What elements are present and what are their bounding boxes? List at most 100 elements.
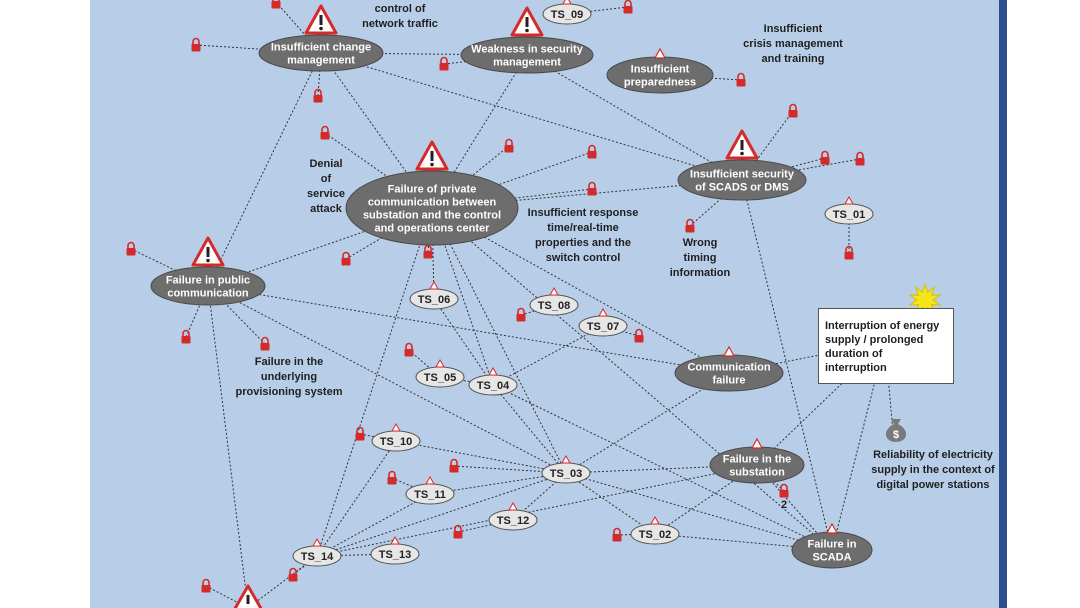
warning-exclamation-bar: [525, 17, 529, 27]
lock-edge-line: [391, 477, 431, 495]
warning-triangle-icon: [191, 236, 225, 267]
padlock-icon: [404, 342, 414, 357]
annotation-dos: of: [321, 173, 332, 185]
warning-triangle-icon: [650, 515, 660, 525]
edge-line: [316, 464, 758, 557]
warning-triangle-icon: [233, 584, 263, 608]
annotation-response: time/real-time: [547, 222, 619, 234]
warning-exclamation-bar: [319, 15, 323, 25]
edge-line: [320, 52, 743, 181]
money-bag-symbol: $: [893, 429, 899, 441]
padlock-body: [288, 574, 298, 582]
padlock-body: [191, 44, 201, 52]
ts-warning-small: [312, 537, 322, 547]
edge-line: [492, 384, 567, 474]
padlock-body: [788, 110, 798, 118]
ts-node-label: TS_02: [639, 529, 671, 541]
padlock-shackle: [588, 144, 596, 151]
ts-warning-small: [488, 366, 498, 376]
edge-line: [756, 464, 833, 551]
padlock-icon: [779, 483, 789, 498]
edge-line: [431, 207, 435, 300]
padlock-icon: [623, 0, 633, 14]
edge-line: [431, 207, 494, 386]
padlock-shackle: [821, 150, 829, 157]
padlock-shackle: [789, 103, 797, 110]
padlock-body: [855, 158, 865, 166]
node-label-substation: Failure in the: [723, 454, 791, 466]
padlock-shackle: [127, 241, 135, 248]
annotation-traffic: network traffic: [362, 18, 438, 30]
warning-triangle-icon: [562, 0, 572, 5]
node-label-comm_failure: Communication: [687, 362, 770, 374]
padlock-icon: [820, 150, 830, 165]
padlock-body: [404, 349, 414, 357]
annotation-provisioning: underlying: [261, 371, 317, 383]
padlock-body: [355, 433, 365, 441]
padlock-icon: [685, 218, 695, 233]
padlock-body: [820, 157, 830, 165]
padlock-icon: [387, 470, 397, 485]
padlock-body: [634, 335, 644, 343]
node-label-private_comm: substation and the control: [363, 210, 501, 222]
padlock-icon: [453, 524, 463, 539]
padlock-shackle: [845, 245, 853, 252]
annotation-dos: service: [307, 188, 345, 200]
ts-warning-small: [598, 307, 608, 317]
warning-triangle-icon: [488, 366, 498, 376]
padlock-body: [387, 477, 397, 485]
warning-triangle-icon: [825, 522, 839, 534]
node-label-preparedness: preparedness: [624, 77, 696, 89]
annotation-reliability: supply in the context of: [871, 464, 995, 476]
padlock-icon: [634, 328, 644, 343]
padlock-shackle: [342, 251, 350, 258]
annotation-response: Insufficient response: [528, 207, 639, 219]
edge-line: [526, 54, 743, 181]
warning-triangle-icon: [435, 358, 445, 368]
money-bag-icon: $: [885, 419, 907, 442]
annotation-timing: Wrong: [683, 237, 718, 249]
node-label-scads: of SCADS or DMS: [695, 182, 789, 194]
padlock-icon: [320, 125, 330, 140]
annotation-traffic: control of: [375, 3, 426, 15]
warning-triangle-icon: [725, 129, 759, 160]
padlock-icon: [191, 37, 201, 52]
ts-node-label: TS_01: [833, 209, 865, 221]
edge-line: [654, 464, 758, 535]
warning-triangle-icon: [415, 140, 449, 171]
edge-line: [741, 179, 833, 551]
padlock-shackle: [192, 37, 200, 44]
edge-line: [316, 440, 397, 557]
right-border: [999, 0, 1007, 608]
money-bag-neck: [891, 419, 901, 424]
ts-warning-small: [391, 422, 401, 432]
padlock-shackle: [588, 181, 596, 188]
annotation-reliability: digital power stations: [876, 479, 989, 491]
ts-node-label: TS_12: [497, 515, 529, 527]
node-ellipse-public_comm: [150, 266, 266, 306]
padlock-shackle: [424, 244, 432, 251]
warning-triangle-icon: [391, 422, 401, 432]
padlock-body: [736, 79, 746, 87]
warning-exclamation-bar: [740, 140, 744, 150]
annotation-crisis: Insufficient: [764, 23, 823, 35]
lock-edge-line: [408, 349, 441, 378]
padlock-shackle: [356, 426, 364, 433]
warning-exclamation-dot: [525, 28, 529, 33]
warning-exclamation-bar: [430, 151, 434, 161]
outcome-line: supply / prolonged: [825, 334, 924, 346]
padlock-body: [313, 95, 323, 103]
annotation-dos: attack: [310, 203, 343, 215]
outcome-line: interruption: [825, 362, 887, 374]
warning-triangle-icon: [722, 345, 736, 357]
padlock-body: [844, 252, 854, 260]
ts-warning-small: [508, 501, 518, 511]
lock-edge-line: [317, 52, 322, 97]
padlock-shackle: [440, 56, 448, 63]
locks-layer: [126, 0, 865, 593]
ts-warning-small: [435, 358, 445, 368]
padlock-shackle: [635, 328, 643, 335]
warning-triangle-small: [653, 47, 667, 59]
